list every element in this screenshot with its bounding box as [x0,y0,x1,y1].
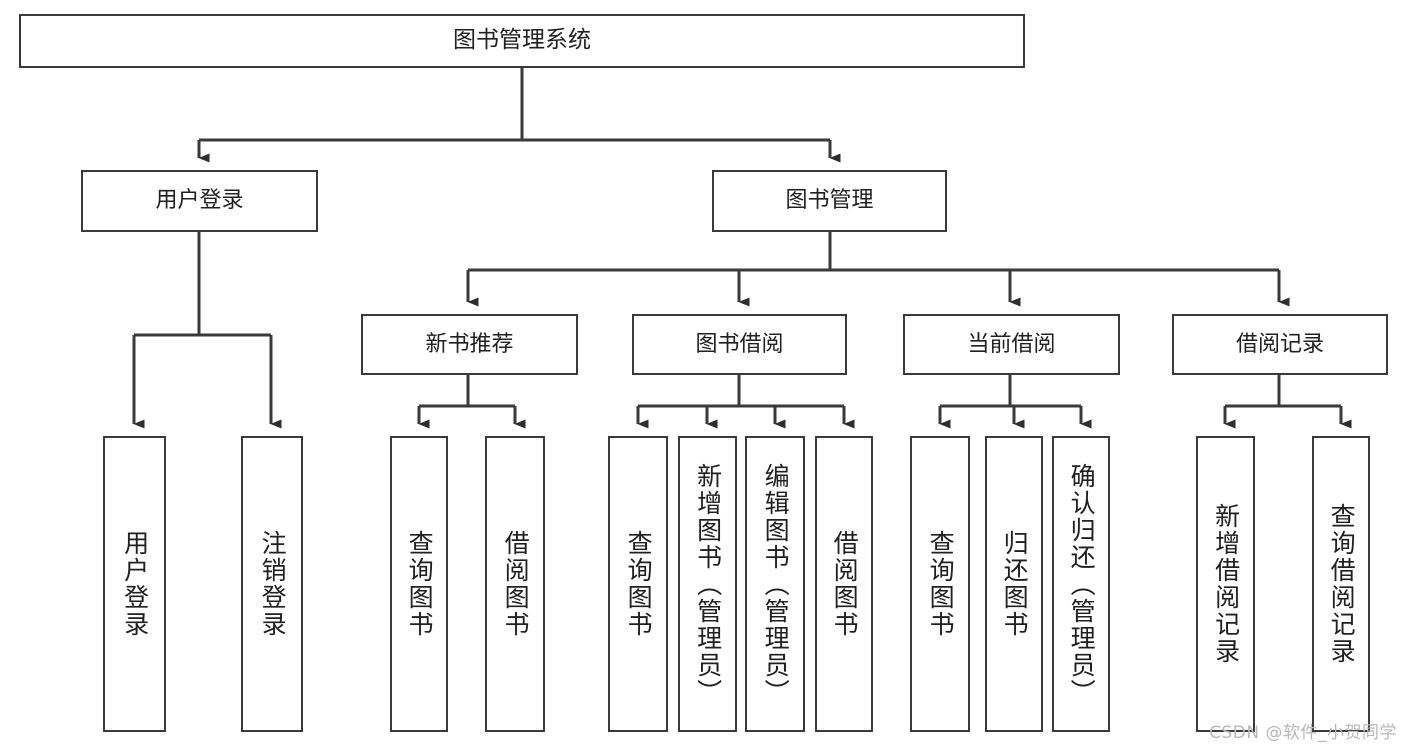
node-current-borrow-label: 当前借阅 [967,331,1056,357]
node-borrow-record[interactable]: 借阅记录 [1172,314,1388,375]
node-leaf-return-book[interactable]: 归还图书 [985,436,1043,732]
node-leaf-add-record[interactable]: 新增借阅记录 [1196,436,1255,732]
node-root[interactable]: 图书管理系统 [19,14,1025,68]
node-current-borrow[interactable]: 当前借阅 [903,314,1120,375]
node-leaf-borrow-book-1-label: 借阅图书 [501,530,531,638]
node-leaf-add-book[interactable]: 新增图书（管理员） [678,436,737,732]
node-leaf-query-book-3[interactable]: 查询图书 [910,436,970,732]
node-leaf-query-book-3-label: 查询图书 [926,530,956,638]
node-new-book-recommend[interactable]: 新书推荐 [361,314,578,375]
node-leaf-borrow-book-1[interactable]: 借阅图书 [485,436,545,732]
node-book-manage[interactable]: 图书管理 [712,170,947,232]
node-leaf-borrow-book-2-label: 借阅图书 [830,530,860,638]
node-leaf-user-login-label: 用户登录 [120,530,150,638]
node-leaf-logout[interactable]: 注销登录 [241,436,303,732]
node-leaf-query-record[interactable]: 查询借阅记录 [1312,436,1370,732]
node-leaf-confirm-return-label: 确认归还（管理员） [1067,462,1097,706]
node-leaf-logout-label: 注销登录 [258,530,288,638]
node-leaf-confirm-return[interactable]: 确认归还（管理员） [1052,436,1110,732]
node-user-login[interactable]: 用户登录 [81,170,318,232]
node-leaf-query-book-2-label: 查询图书 [624,530,654,638]
node-leaf-edit-book-label: 编辑图书（管理员） [761,462,791,706]
node-book-borrow[interactable]: 图书借阅 [632,314,847,375]
node-leaf-user-login[interactable]: 用户登录 [103,436,166,732]
node-leaf-query-book-1-label: 查询图书 [405,530,435,638]
watermark-text: CSDN @软件_小贺同学 [1209,723,1397,743]
node-leaf-borrow-book-2[interactable]: 借阅图书 [815,436,873,732]
node-root-label: 图书管理系统 [453,27,591,54]
node-leaf-query-book-1[interactable]: 查询图书 [390,436,448,732]
node-leaf-query-book-2[interactable]: 查询图书 [608,436,668,732]
node-borrow-record-label: 借阅记录 [1235,331,1324,357]
node-new-book-recommend-label: 新书推荐 [425,331,514,357]
node-leaf-return-book-label: 归还图书 [1000,530,1030,638]
node-leaf-add-book-label: 新增图书（管理员） [693,462,723,706]
node-leaf-add-record-label: 新增借阅记录 [1211,503,1241,665]
node-leaf-query-record-label: 查询借阅记录 [1327,503,1357,665]
node-user-login-label: 用户登录 [155,188,244,214]
node-book-manage-label: 图书管理 [785,188,874,214]
node-leaf-edit-book[interactable]: 编辑图书（管理员） [745,436,805,732]
node-book-borrow-label: 图书借阅 [695,331,784,357]
